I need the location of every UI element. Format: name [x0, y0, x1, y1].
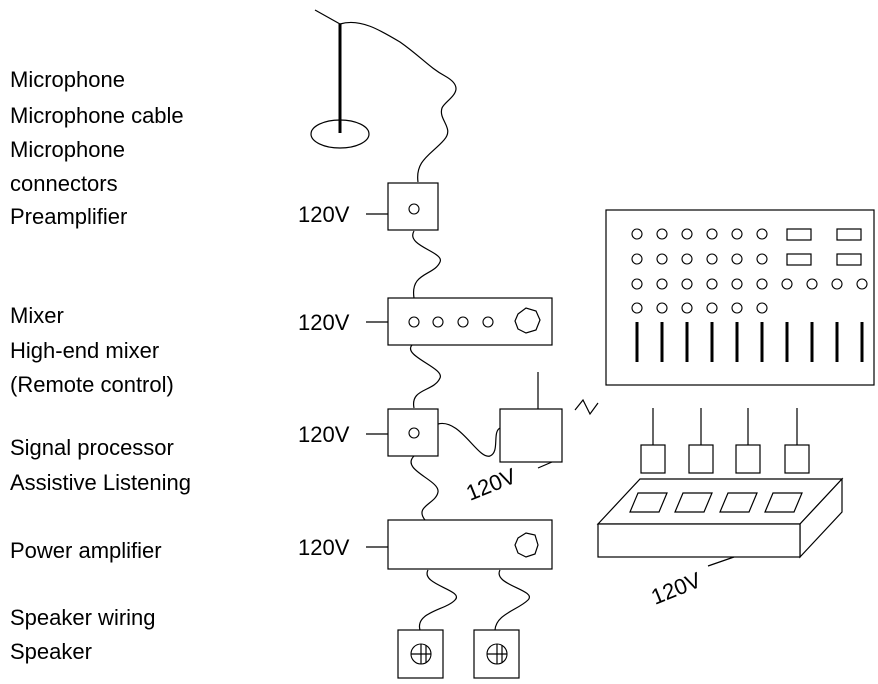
microphone-cable-icon: [339, 21, 457, 183]
remote-signal-icon: [574, 398, 599, 416]
receiver-body: [784, 444, 810, 474]
console-knob: [706, 278, 718, 290]
preamp-power-label: 120V: [298, 202, 350, 227]
processor-to-transmitter-cable: [437, 422, 501, 457]
console-knob: [756, 253, 768, 265]
label-power-amplifier: Power amplifier: [10, 538, 162, 563]
label-remote-control: (Remote control): [10, 372, 174, 397]
console-knob: [756, 228, 768, 240]
label-signal-processor: Signal processor: [10, 435, 174, 460]
label-preamplifier: Preamplifier: [10, 204, 128, 229]
mixer-power-label: 120V: [298, 310, 350, 335]
console-button: [786, 228, 812, 241]
console-knob: [681, 278, 693, 290]
mixer-to-processor-cable: [409, 344, 441, 409]
label-high-end-mixer: High-end mixer: [10, 338, 160, 363]
console-knob: [806, 278, 818, 290]
speaker-left-icon: [397, 629, 444, 679]
console-knob: [681, 253, 693, 265]
high-end-mixer-console-icon: [605, 209, 875, 386]
console-button: [836, 253, 862, 266]
receiver-body: [640, 444, 666, 474]
console-knob: [656, 302, 668, 314]
label-speaker-wiring: Speaker wiring: [10, 605, 156, 630]
console-knob: [731, 278, 743, 290]
label-assistive-listening: Assistive Listening: [10, 470, 191, 495]
label-mixer: Mixer: [10, 303, 64, 328]
console-knob: [756, 278, 768, 290]
console-knob: [756, 302, 768, 314]
assistive-listening-receivers-icon: [640, 408, 810, 474]
console-knob: [856, 278, 868, 290]
processor-to-amp-cable: [410, 455, 439, 521]
power-amp-power-label: 120V: [298, 535, 350, 560]
mixer-icon: 120V: [298, 297, 553, 346]
console-knob: [706, 228, 718, 240]
console-knob: [706, 302, 718, 314]
receiver-charger-icon: 120V: [596, 477, 844, 610]
console-knob: [731, 228, 743, 240]
console-knob: [706, 253, 718, 265]
speaker-right-icon: [473, 629, 520, 679]
console-knob: [656, 278, 668, 290]
console-knob: [631, 253, 643, 265]
transmitter-power-label: 120V: [463, 463, 520, 506]
console-knob: [631, 228, 643, 240]
console-knob: [731, 302, 743, 314]
charger-power-label: 120V: [648, 567, 705, 610]
receiver-body: [735, 444, 761, 474]
console-knob: [656, 228, 668, 240]
console-knob: [781, 278, 793, 290]
label-speaker: Speaker: [10, 639, 92, 664]
console-knob: [681, 302, 693, 314]
console-knob: [681, 228, 693, 240]
signal-processor-power-label: 120V: [298, 422, 350, 447]
console-button: [786, 253, 812, 266]
preamp-to-mixer-cable: [412, 230, 441, 299]
signal-processor-icon: 120V: [298, 408, 439, 457]
speaker-wire-right: [494, 569, 531, 631]
receiver-body: [688, 444, 714, 474]
preamplifier-icon: 120V: [298, 182, 439, 231]
microphone-icon: [310, 9, 370, 149]
console-knob: [631, 302, 643, 314]
console-knob: [831, 278, 843, 290]
label-microphone-connectors-line1: Microphone: [10, 137, 125, 162]
console-button: [836, 228, 862, 241]
assistive-listening-transmitter-icon: 120V: [463, 372, 563, 506]
speaker-wire-left: [419, 569, 458, 631]
label-microphone-cable: Microphone cable: [10, 103, 184, 128]
console-knob: [731, 253, 743, 265]
power-amplifier-icon: 120V: [298, 519, 553, 570]
label-microphone-connectors-line2: connectors: [10, 171, 118, 196]
label-microphone: Microphone: [10, 67, 125, 92]
console-knob: [656, 253, 668, 265]
console-knob: [631, 278, 643, 290]
